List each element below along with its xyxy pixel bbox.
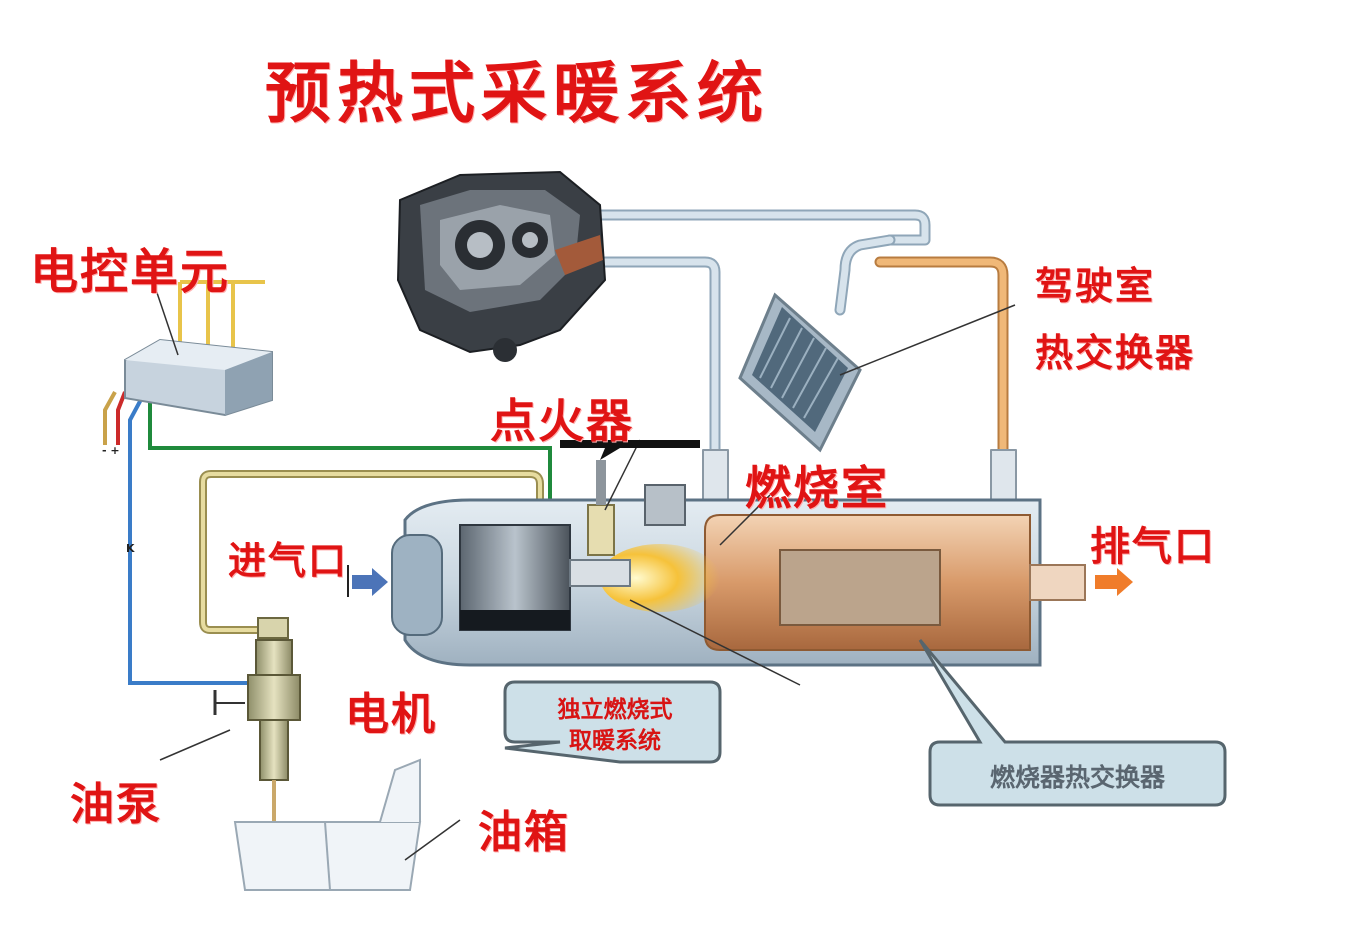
engine-illustration: [398, 172, 605, 362]
exhaust-arrow: [1095, 568, 1133, 596]
label-ecu: 电控单元: [30, 232, 230, 302]
heater-body: [392, 500, 1085, 665]
intake-arrow: [348, 565, 388, 597]
callout-independent-line2: 取暖系统: [520, 725, 710, 756]
engine-return-hose: [585, 215, 925, 240]
label-combustion-chamber: 燃烧室: [745, 452, 889, 518]
page-title: 预热式采暖系统: [265, 40, 769, 136]
callout-independent-line1: 独立燃烧式: [520, 694, 710, 725]
label-fuel-pump: 油泵: [70, 768, 162, 832]
label-fuel-tank: 油箱: [478, 796, 570, 860]
label-motor: 电机: [345, 678, 437, 742]
wire-polarity-mark: - +: [102, 444, 120, 457]
cab-hot-hose: [880, 262, 1003, 455]
wire-k-mark: K: [126, 542, 135, 555]
ecu-box: [125, 340, 272, 415]
label-cab-line1: 驾驶室: [1035, 255, 1155, 310]
label-exhaust: 排气口: [1090, 514, 1216, 572]
label-cab-line2: 热交换器: [1035, 322, 1195, 377]
cab-heat-exchanger-illustration: [740, 295, 860, 450]
label-igniter: 点火器: [490, 385, 634, 451]
label-air-intake: 进气口: [228, 530, 348, 585]
callout-independent-heating: 独立燃烧式 取暖系统: [520, 694, 710, 756]
callout-burner-heat-exchanger: 燃烧器热交换器: [935, 758, 1220, 794]
